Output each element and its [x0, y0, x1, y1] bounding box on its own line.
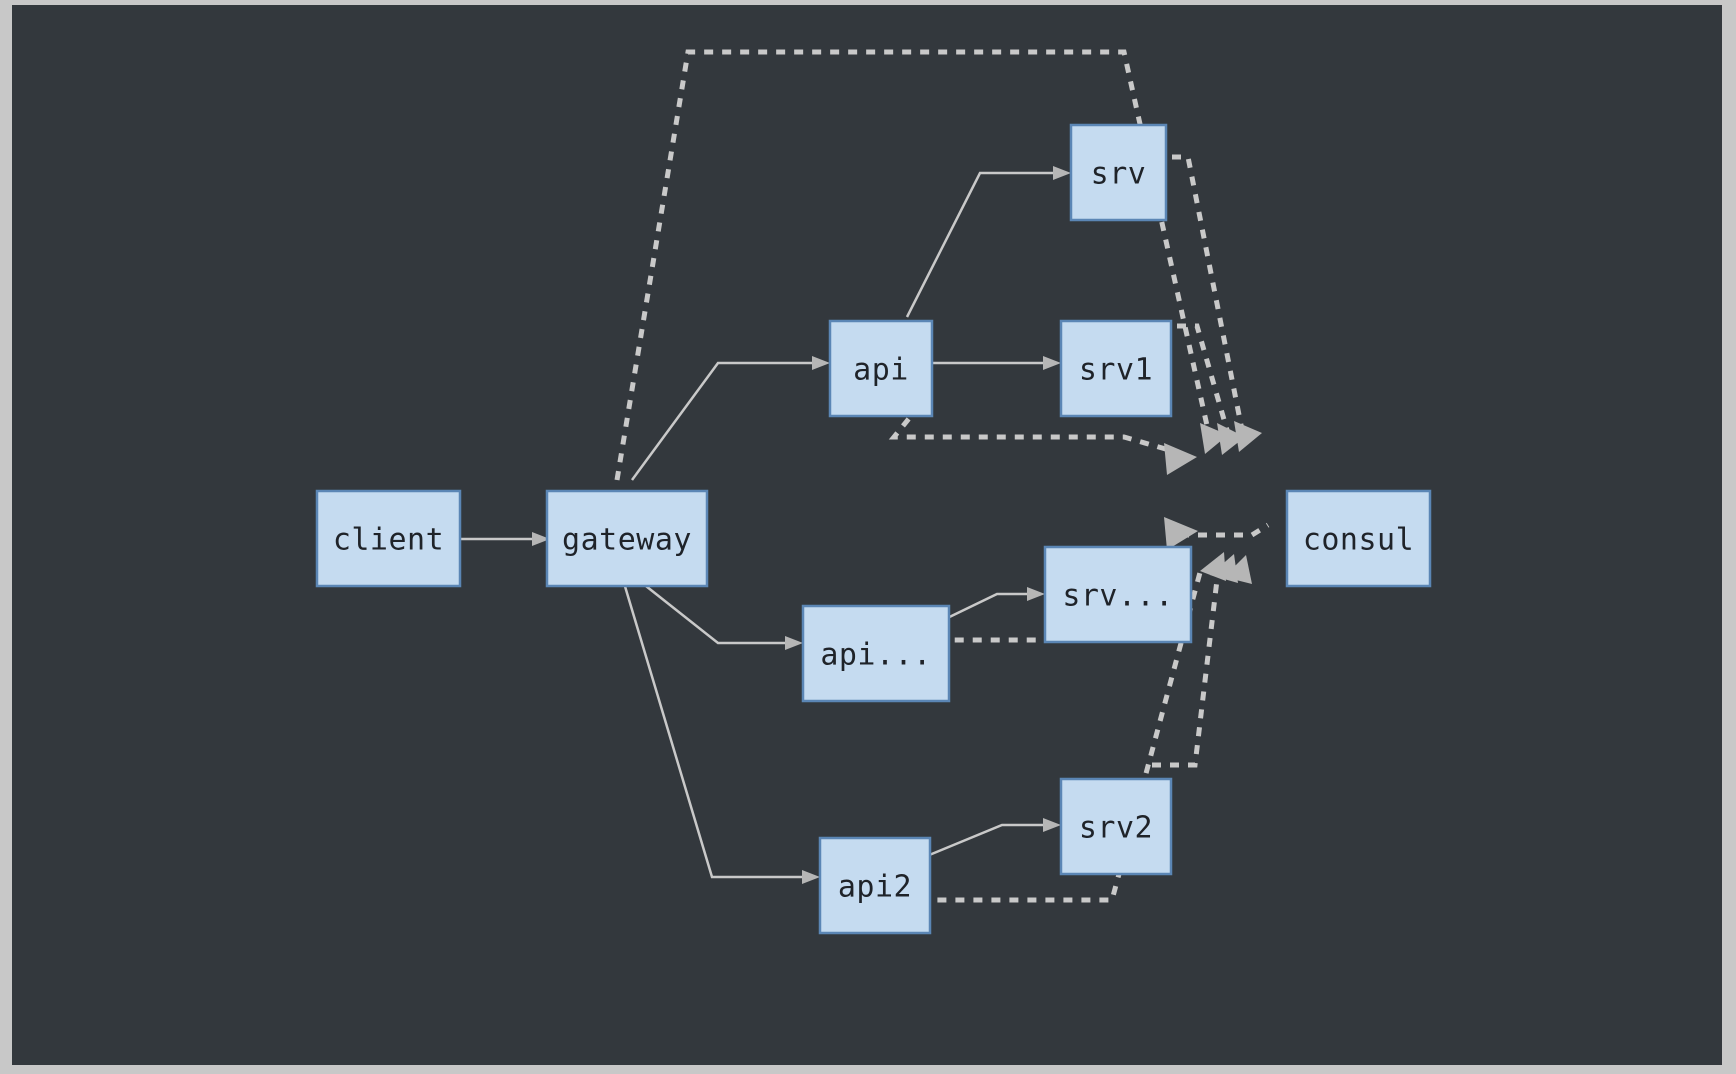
node-consul[interactable]: consul — [1285, 489, 1432, 588]
arrowhead-srv1-consul — [1217, 423, 1245, 455]
edge-srv1-to-consul — [1159, 323, 1230, 431]
node-srv-ellipsis-box[interactable] — [1043, 545, 1193, 644]
node-api-ellipsis-box[interactable] — [801, 604, 951, 703]
node-srv2-label: srv2 — [1079, 811, 1153, 846]
arrowhead-srv-consul — [1234, 421, 1262, 452]
node-srv1[interactable]: srv1 — [1059, 319, 1173, 418]
edge-srv-to-consul — [1154, 154, 1245, 431]
node-api-ellipsis-label: api... — [820, 638, 931, 673]
node-client-label: client — [333, 523, 444, 558]
arrowhead-gateway-api — [812, 356, 830, 370]
edge-srv2-to-consul — [1152, 562, 1222, 768]
edge-apidots-to-srvdots — [936, 592, 1027, 625]
arrowhead-api-srv — [1053, 166, 1071, 180]
arrowhead-gateway-api2 — [802, 870, 820, 884]
flowchart-svg: client gateway api srv srv1 — [315, 49, 1432, 935]
node-srv2-box[interactable] — [1059, 777, 1173, 876]
node-srv[interactable]: srv — [1069, 123, 1168, 222]
node-group: client gateway api srv srv1 — [315, 123, 1432, 935]
node-gateway[interactable]: gateway — [545, 489, 709, 588]
node-srv-box[interactable] — [1069, 123, 1168, 222]
edge-gateway-to-consul — [614, 49, 1211, 481]
node-api[interactable]: api — [828, 319, 934, 418]
arrowhead-srv2-consul — [1224, 555, 1252, 584]
node-gateway-box[interactable] — [545, 489, 709, 588]
solid-edge-group — [460, 166, 1071, 884]
node-srv-label: srv — [1091, 157, 1147, 192]
node-srv-ellipsis-label: srv... — [1062, 579, 1173, 614]
arrowhead-gateway-apidots — [785, 636, 803, 650]
node-consul-box[interactable] — [1285, 489, 1432, 588]
arrowhead-api-srv1 — [1043, 356, 1061, 370]
node-client-box[interactable] — [315, 489, 462, 588]
node-gateway-label: gateway — [562, 523, 692, 558]
node-srv1-box[interactable] — [1059, 319, 1173, 418]
arrowhead-api-consul — [1164, 443, 1197, 475]
edge-api-to-consul — [888, 403, 1184, 457]
node-srv-ellipsis[interactable]: srv... — [1043, 545, 1193, 644]
node-api2[interactable]: api2 — [818, 836, 932, 935]
node-srv2[interactable]: srv2 — [1059, 777, 1173, 876]
edge-gateway-to-api — [630, 361, 812, 481]
diagram-canvas-frame: client gateway api srv srv1 — [12, 5, 1722, 1065]
node-api2-label: api2 — [838, 870, 912, 905]
edge-gateway-to-apidots — [631, 574, 785, 645]
arrowhead-gateway-consul — [1200, 423, 1228, 454]
edge-api2-to-srv2 — [921, 823, 1043, 860]
node-api-label: api — [853, 353, 909, 388]
node-api-ellipsis[interactable]: api... — [801, 604, 951, 703]
dotted-edge-group — [614, 49, 1270, 903]
edge-srvdots-to-consul — [1180, 522, 1270, 538]
node-consul-label: consul — [1303, 523, 1414, 558]
node-api2-box[interactable] — [818, 836, 932, 935]
arrowhead-apidots-srvdots — [1027, 587, 1045, 601]
edge-gateway-to-api2 — [622, 582, 802, 879]
edge-api-to-srv — [905, 171, 1053, 318]
node-api-box[interactable] — [828, 319, 934, 418]
node-client[interactable]: client — [315, 489, 462, 588]
arrowhead-srvdots-consul — [1164, 517, 1198, 550]
node-srv1-label: srv1 — [1079, 353, 1153, 388]
arrowhead-api2-srv2 — [1043, 818, 1061, 832]
arrowhead-client-gateway — [532, 532, 550, 546]
